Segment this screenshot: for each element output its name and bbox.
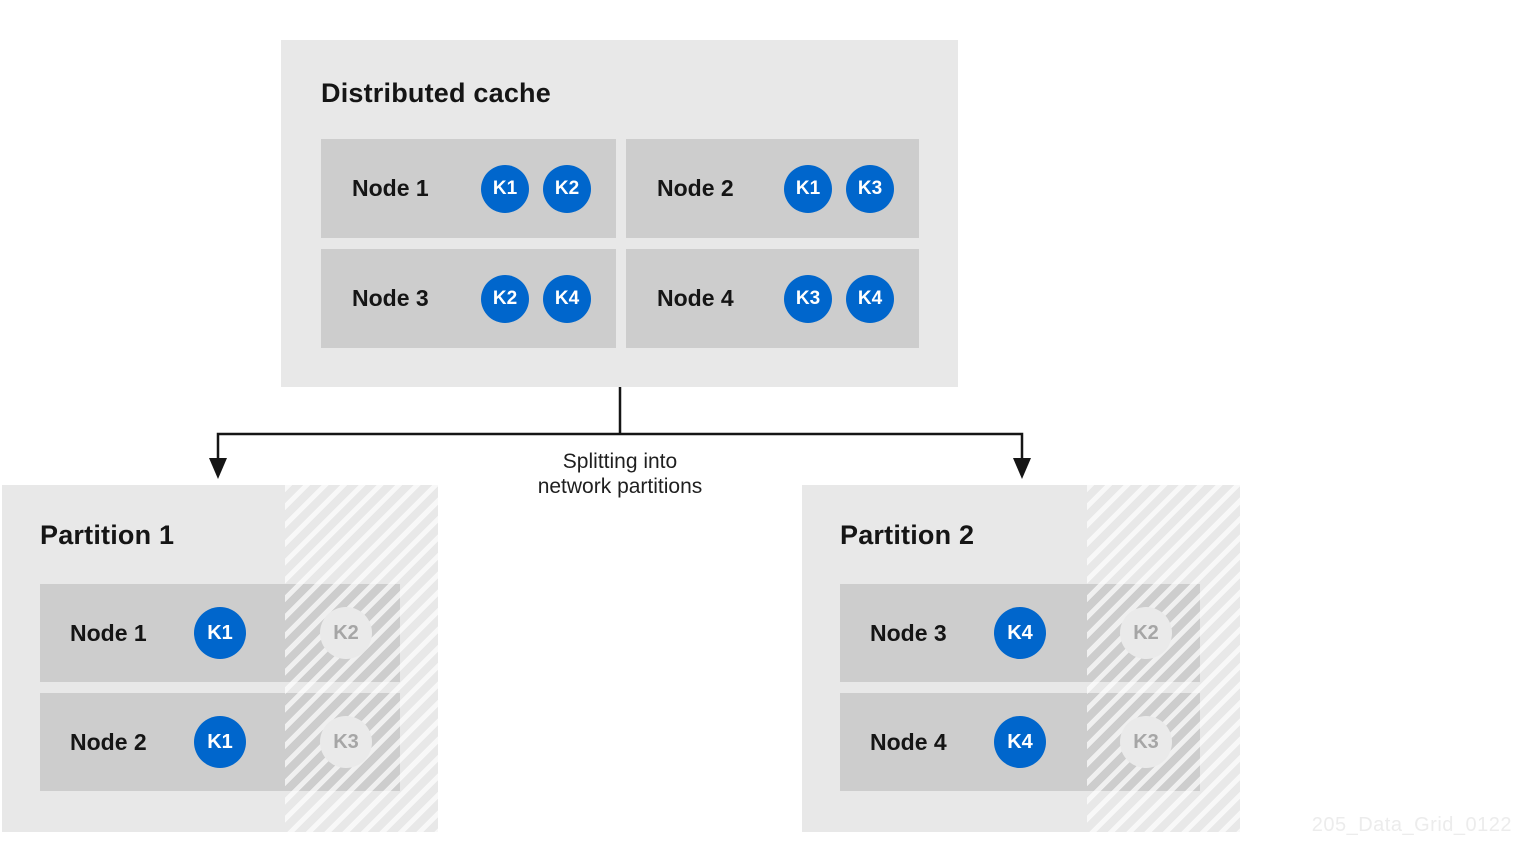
arrow-down-icon xyxy=(1013,458,1031,479)
node-label: Node 4 xyxy=(870,728,947,755)
cache-node-3: Node 3 K2 K4 xyxy=(321,249,616,348)
partition-1-node-2: Node 2 K1 K3 xyxy=(40,693,400,791)
partition-2-node-3: Node 3 K4 K2 xyxy=(840,584,1200,682)
split-label: Splitting into network partitions xyxy=(470,449,770,499)
partition-2-node-4: Node 4 K4 K3 xyxy=(840,693,1200,791)
key-group: K1 K3 xyxy=(784,164,894,213)
partition-2-box: Partition 2 Node 3 K4 K2 Node 4 K4 K3 xyxy=(802,485,1240,832)
cache-node-1: Node 1 K1 K2 xyxy=(321,139,616,238)
node-label: Node 2 xyxy=(70,728,147,755)
key-badge: K4 xyxy=(846,274,894,323)
key-badge: K1 xyxy=(194,716,246,768)
lost-key-badge: K3 xyxy=(320,716,372,768)
lost-key-badge: K2 xyxy=(320,607,372,659)
key-group: K1 K2 xyxy=(481,164,591,213)
key-badge: K3 xyxy=(784,274,832,323)
partition-1-node-1: Node 1 K1 K2 xyxy=(40,584,400,682)
split-label-line2: network partitions xyxy=(537,475,703,498)
node-label: Node 4 xyxy=(657,285,734,311)
node-label: Node 3 xyxy=(352,285,429,311)
key-badge: K4 xyxy=(994,716,1046,768)
key-badge: K3 xyxy=(846,164,894,213)
split-label-line1: Splitting into xyxy=(562,450,678,473)
arrow-branches xyxy=(216,432,1024,460)
node-label: Node 1 xyxy=(352,175,429,201)
arrow-down-icon xyxy=(209,458,227,479)
partition-1-title: Partition 1 xyxy=(40,520,175,550)
distributed-cache-title: Distributed cache xyxy=(321,78,551,108)
key-badge: K4 xyxy=(543,274,591,323)
node-label: Node 2 xyxy=(657,175,734,201)
partition-2-title: Partition 2 xyxy=(840,520,975,550)
node-label: Node 1 xyxy=(70,619,147,646)
key-badge: K1 xyxy=(194,607,246,659)
key-badge: K2 xyxy=(481,274,529,323)
key-badge: K1 xyxy=(784,164,832,213)
partition-1-box: Partition 1 Node 1 K1 K2 Node 2 K1 K3 xyxy=(2,485,438,832)
split-arrows xyxy=(209,387,1031,479)
cache-node-4: Node 4 K3 K4 xyxy=(626,249,919,348)
cache-node-2: Node 2 K1 K3 xyxy=(626,139,919,238)
key-group: K2 K4 xyxy=(481,274,591,323)
lost-key-badge: K2 xyxy=(1120,607,1172,659)
key-badge: K2 xyxy=(543,164,591,213)
key-badge: K1 xyxy=(481,164,529,213)
watermark: 205_Data_Grid_0122 xyxy=(1311,814,1512,836)
distributed-cache-box: Distributed cache Node 1 K1 K2 Node 2 K1… xyxy=(281,40,958,387)
key-group: K3 K4 xyxy=(784,274,894,323)
lost-key-badge: K3 xyxy=(1120,716,1172,768)
node-label: Node 3 xyxy=(870,619,947,646)
key-badge: K4 xyxy=(994,607,1046,659)
